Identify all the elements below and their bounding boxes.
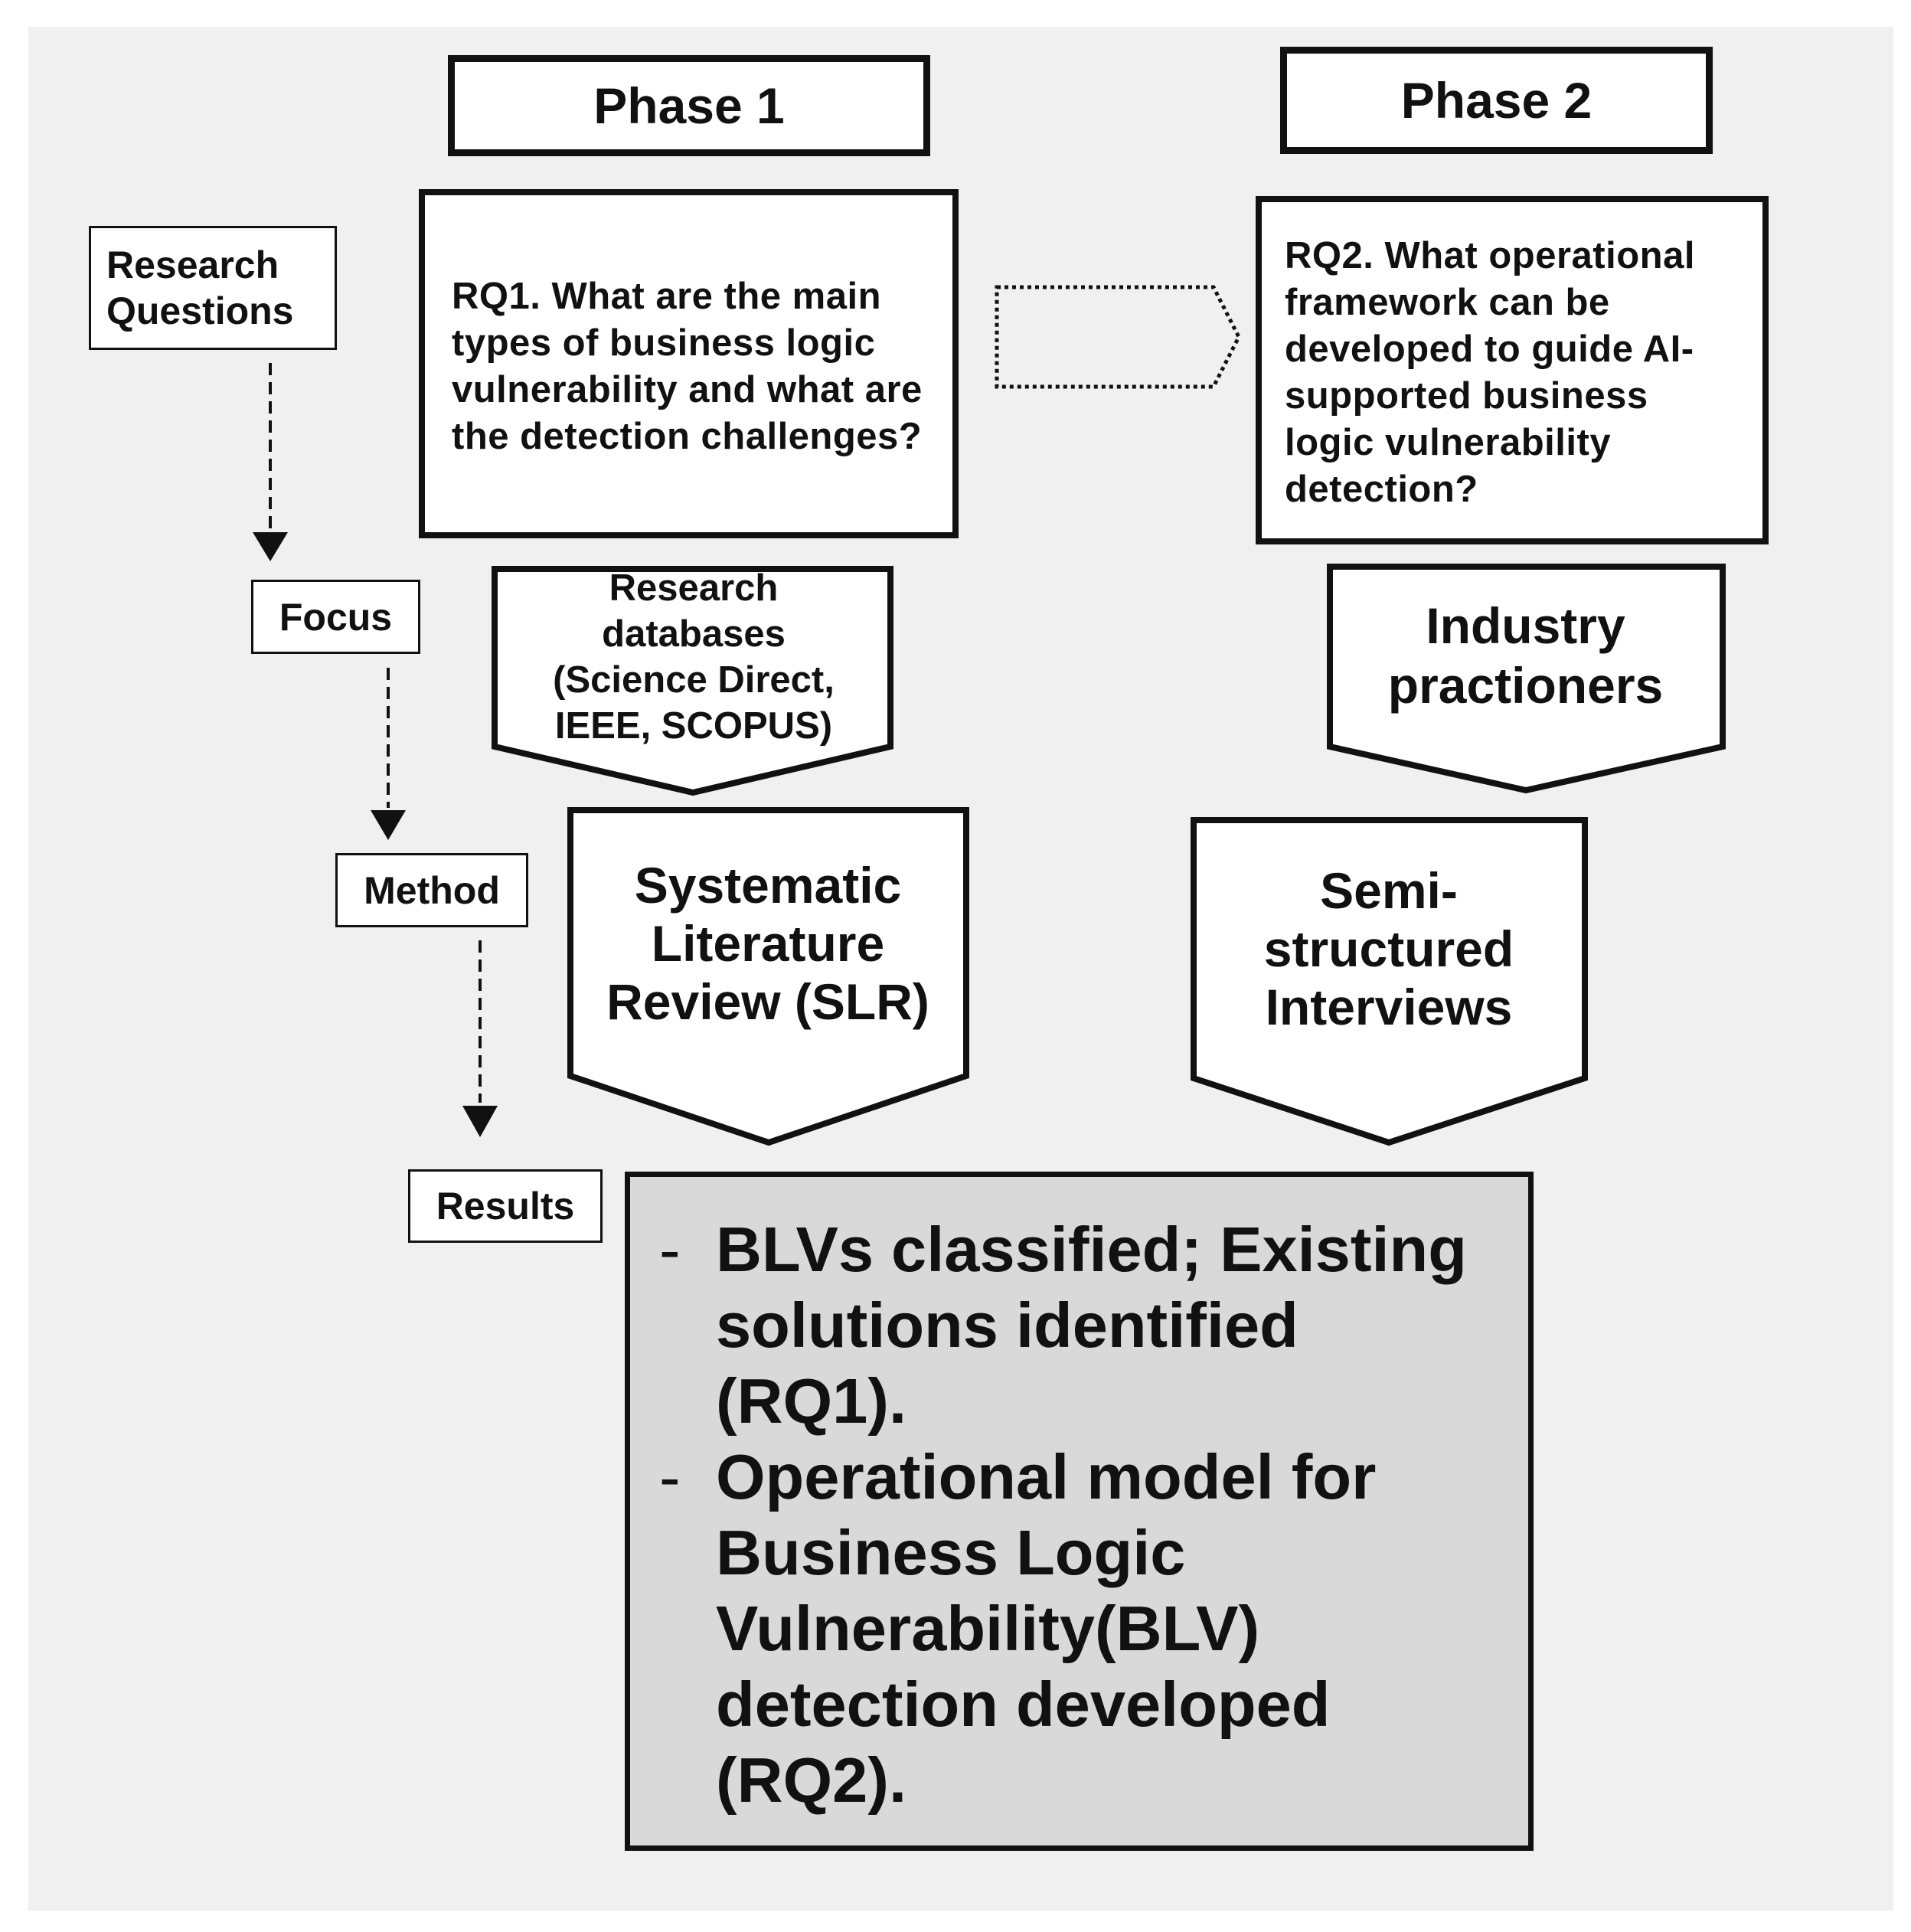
phase2-focus-label: Industry practioners xyxy=(1387,597,1664,714)
phase2-focus-shape xyxy=(1327,564,1726,794)
phase1-question-box: RQ1. What are the main types of business… xyxy=(419,189,959,538)
phase2-method-shape xyxy=(1191,817,1588,1146)
phase1-method-text: Systematic Literature Review (SLR) xyxy=(590,856,946,1031)
label-focus: Focus xyxy=(251,580,420,654)
results-bullet: - xyxy=(659,1214,681,1285)
phase2-question-box: RQ2. What operational framework can be d… xyxy=(1256,196,1769,544)
results-item-text: BLVs classified; Existing solutions iden… xyxy=(716,1214,1467,1437)
label-results: Results xyxy=(408,1169,603,1243)
phase2-header: Phase 2 xyxy=(1280,47,1713,154)
phase2-title: Phase 2 xyxy=(1400,72,1592,129)
phase1-focus-label: Research databases (Science Direct, IEEE… xyxy=(553,567,835,747)
results-item: - BLVs classified; Existing solutions id… xyxy=(638,1211,1498,1439)
label-research-questions: Research Questions xyxy=(89,226,337,350)
label-focus-text: Focus xyxy=(279,595,393,639)
phase2-method-text: Semi-structured Interviews xyxy=(1240,861,1537,1036)
arrow-questions-to-focus-head xyxy=(253,532,288,561)
phase1-title: Phase 1 xyxy=(593,77,785,134)
label-results-text: Results xyxy=(436,1185,575,1228)
phase2-question-text: RQ2. What operational framework can be d… xyxy=(1285,235,1695,510)
phase1-focus-shape xyxy=(492,566,893,796)
label-method: Method xyxy=(335,853,528,927)
phase1-header: Phase 1 xyxy=(448,55,930,156)
results-item: - Operational model for Business Logic V… xyxy=(638,1439,1498,1818)
phase1-focus-text: Research databases (Science Direct, IEEE… xyxy=(525,565,862,749)
phase2-focus-text: Industry practioners xyxy=(1355,596,1696,715)
label-research-questions-text: Research Questions xyxy=(106,244,294,332)
rq-connector-arrow xyxy=(995,285,1241,389)
results-box: - BLVs classified; Existing solutions id… xyxy=(625,1172,1534,1851)
phase1-method-shape xyxy=(567,807,969,1146)
phase2-method-label: Semi-structured Interviews xyxy=(1263,862,1514,1035)
label-method-text: Method xyxy=(364,868,500,912)
arrow-focus-to-method-head xyxy=(371,810,406,840)
phase1-method-label: Systematic Literature Review (SLR) xyxy=(606,857,929,1030)
phase1-question-text: RQ1. What are the main types of business… xyxy=(452,276,923,457)
results-item-text: Operational model for Business Logic Vul… xyxy=(716,1441,1377,1816)
results-bullet: - xyxy=(659,1441,681,1512)
arrow-method-to-results-head xyxy=(462,1106,498,1137)
